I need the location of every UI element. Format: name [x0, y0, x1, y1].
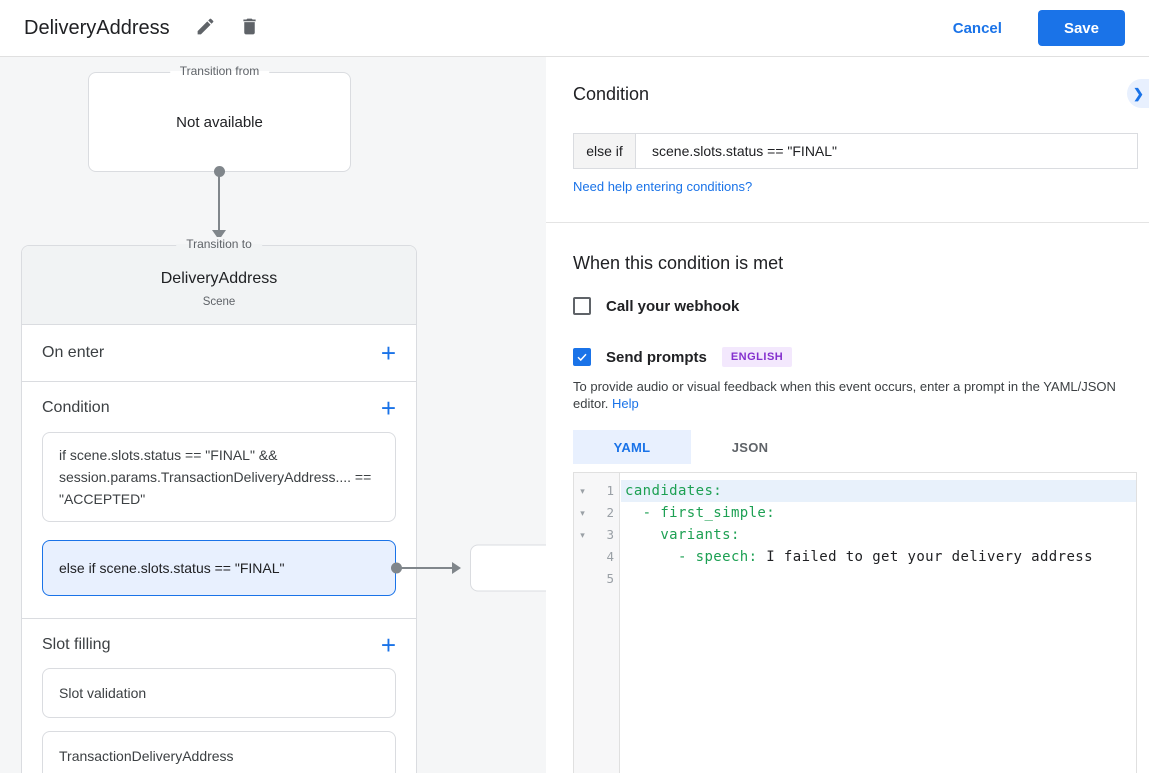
condition-target-box — [470, 544, 546, 592]
editor-help-link[interactable]: Help — [612, 396, 639, 411]
condition-editor-panel: Condition ❯ else if Need help entering c… — [546, 57, 1149, 773]
fold-arrow-icon[interactable]: ▾ — [580, 530, 585, 540]
condition-expression-row: else if — [573, 133, 1138, 169]
slot-item-validation[interactable]: Slot validation — [42, 668, 396, 718]
condition-prefix-label: else if — [574, 134, 636, 168]
flow-connector-dot — [214, 166, 225, 177]
tab-yaml[interactable]: YAML — [573, 430, 691, 464]
on-enter-label: On enter — [42, 344, 105, 361]
yaml-key: variants: — [625, 527, 740, 543]
scene-diagram-canvas: Transition from Not available Transition… — [0, 57, 546, 773]
send-prompts-checkbox[interactable] — [573, 348, 591, 366]
send-prompts-row[interactable]: Send prompts ENGLISH — [573, 347, 793, 367]
cancel-button[interactable]: Cancel — [952, 19, 1002, 37]
add-on-enter-button[interactable]: + — [380, 338, 396, 368]
locale-badge: ENGLISH — [721, 347, 793, 367]
slot-filling-label: Slot filling — [42, 636, 111, 653]
checkmark-icon — [577, 353, 587, 362]
webhook-label: Call your webhook — [606, 297, 740, 315]
flow-connector-line — [218, 172, 220, 232]
code-line[interactable]: ▾ 2 - first_simple: — [574, 502, 1136, 524]
send-prompts-label: Send prompts — [606, 348, 707, 366]
fold-arrow-icon — [574, 568, 591, 590]
condition-item-if[interactable]: if scene.slots.status == "FINAL" && sess… — [42, 432, 396, 522]
when-condition-met-title: When this condition is met — [573, 253, 784, 273]
yaml-key: candidates: — [625, 483, 723, 499]
condition-section-label: Condition — [42, 399, 110, 416]
scene-card-header: DeliveryAddress Scene — [22, 246, 416, 325]
slot-item-transaction-delivery-address[interactable]: TransactionDeliveryAddress — [42, 731, 396, 773]
code-line[interactable]: ▾ 1 candidates: — [574, 480, 1136, 502]
panel-divider — [546, 222, 1149, 223]
condition-connector-line — [400, 567, 455, 569]
condition-connector-dot — [391, 562, 402, 574]
code-line[interactable]: 4 - speech: I failed to get your deliver… — [574, 546, 1136, 568]
feedback-text: To provide audio or visual feedback when… — [573, 379, 1116, 411]
trash-icon — [239, 16, 260, 40]
yaml-value: I failed to get your delivery address — [757, 549, 1093, 565]
transition-to-legend: Transition to — [176, 237, 262, 251]
feedback-helper-text: To provide audio or visual feedback when… — [573, 378, 1129, 412]
line-number: 4 — [606, 549, 614, 564]
condition-arrowhead-icon — [452, 562, 461, 574]
conditions-help-link[interactable]: Need help entering conditions? — [573, 179, 753, 194]
delete-scene-button[interactable] — [238, 16, 262, 40]
code-line[interactable]: ▾ 3 variants: — [574, 524, 1136, 546]
slot-filling-section: Slot filling + Slot validation Transacti… — [22, 619, 416, 773]
call-webhook-row[interactable]: Call your webhook — [573, 297, 739, 315]
fold-arrow-icon[interactable]: ▾ — [580, 508, 585, 518]
condition-item-else-if-text: else if scene.slots.status == "FINAL" — [59, 560, 285, 576]
line-number: 3 — [606, 527, 614, 542]
editor-gutter — [574, 473, 620, 773]
top-bar: DeliveryAddress Cancel Save — [0, 0, 1149, 57]
tab-json[interactable]: JSON — [691, 430, 809, 464]
line-number: 2 — [606, 505, 614, 520]
yaml-code-editor[interactable]: ▾ 1 candidates: ▾ 2 - first_simple: ▾ 3 … — [573, 472, 1137, 773]
line-number: 1 — [606, 483, 614, 498]
on-enter-section: On enter + — [22, 325, 416, 382]
transition-from-content: Not available — [176, 113, 263, 131]
condition-section: Condition + if scene.slots.status == "FI… — [22, 382, 546, 619]
add-slot-button[interactable]: + — [380, 630, 396, 660]
edit-scene-button[interactable] — [194, 16, 218, 40]
webhook-checkbox[interactable] — [573, 297, 591, 315]
fold-arrow-icon[interactable]: ▾ — [580, 486, 585, 496]
pencil-icon — [195, 16, 216, 40]
condition-expression-input[interactable] — [636, 134, 1137, 168]
save-button[interactable]: Save — [1037, 10, 1125, 46]
line-number: 5 — [606, 571, 614, 586]
editor-format-tabs: YAML JSON — [573, 430, 809, 464]
condition-item-else-if-selected[interactable]: else if scene.slots.status == "FINAL" — [42, 540, 546, 596]
scene-card: Transition to DeliveryAddress Scene On e… — [21, 237, 546, 773]
add-condition-button[interactable]: + — [380, 393, 396, 423]
scene-name: DeliveryAddress — [160, 270, 278, 287]
yaml-key: - speech: — [625, 549, 758, 565]
scene-type-label: Scene — [202, 296, 236, 308]
transition-from-box: Transition from Not available — [88, 64, 351, 172]
transition-from-legend: Transition from — [169, 64, 270, 78]
code-line[interactable]: 5 — [574, 568, 1136, 590]
flow-arrowhead-icon — [212, 230, 226, 240]
page-title: DeliveryAddress — [24, 16, 170, 39]
chevron-right-icon: ❯ — [1133, 85, 1144, 101]
fold-arrow-icon — [574, 546, 591, 568]
yaml-key: - first_simple: — [625, 505, 776, 521]
collapse-panel-button[interactable]: ❯ — [1127, 79, 1149, 108]
condition-panel-title: Condition — [573, 84, 650, 104]
